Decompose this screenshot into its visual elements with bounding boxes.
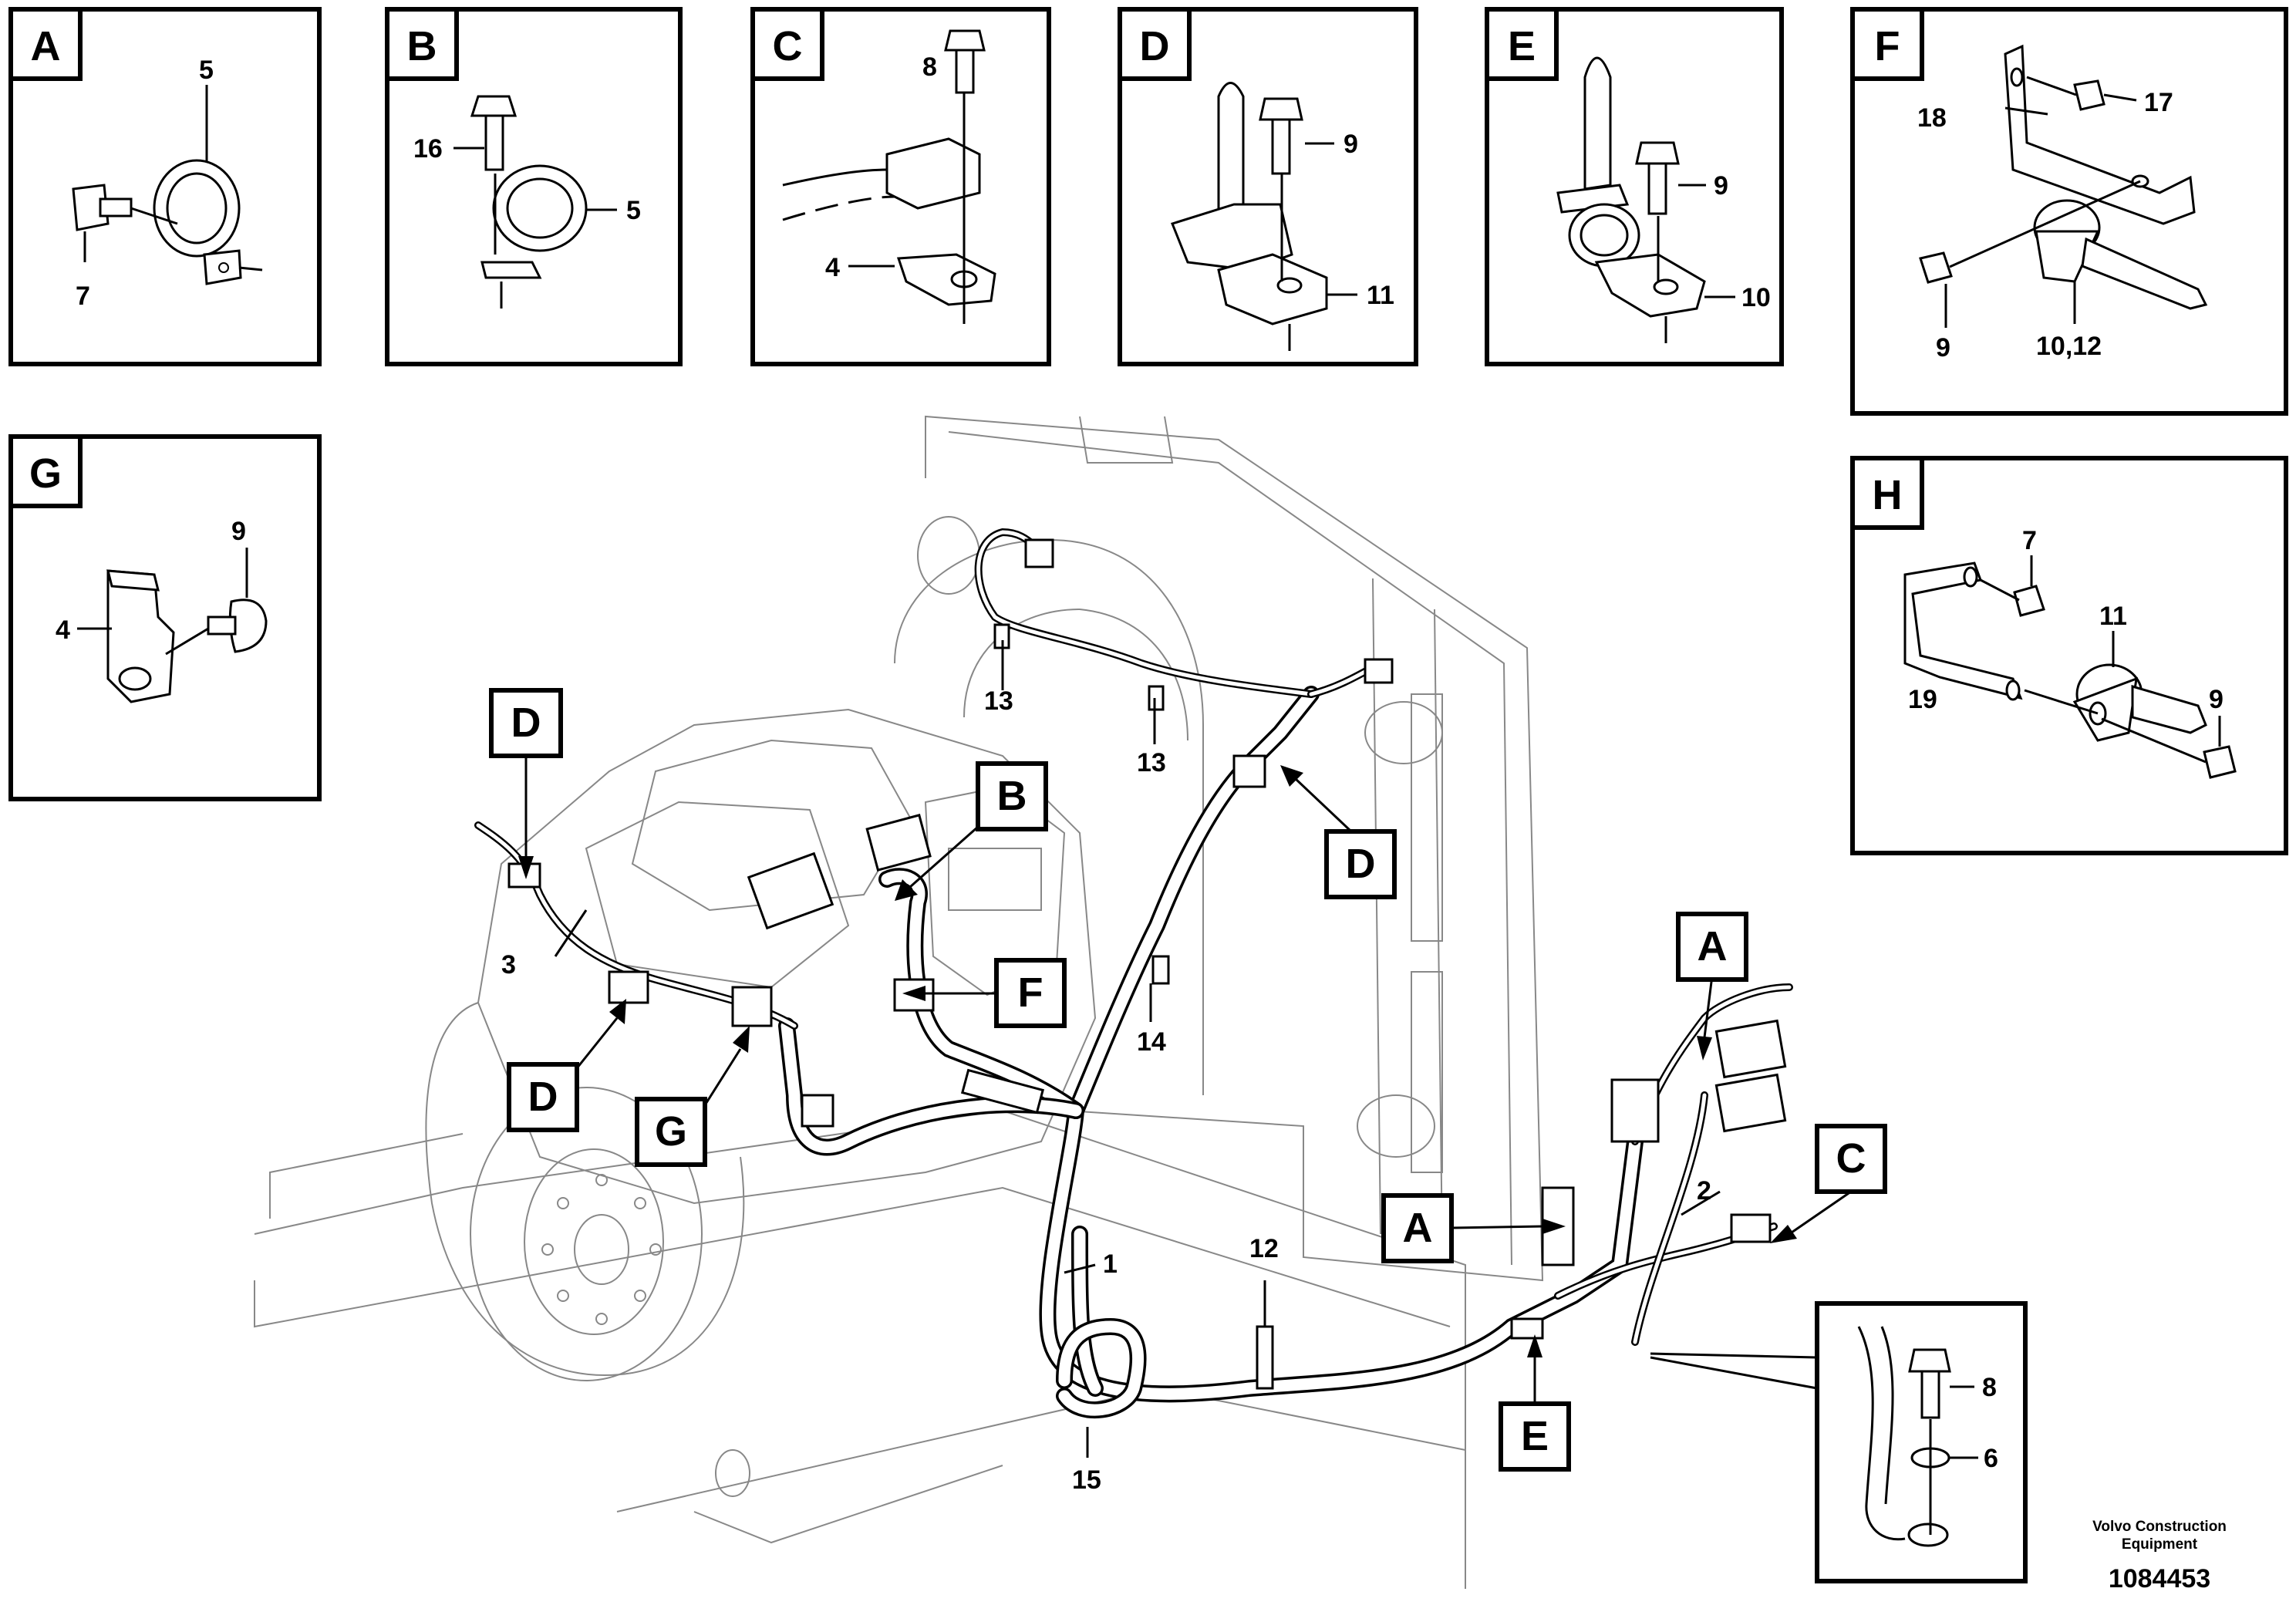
main-wiring-harness [474,528,1793,1419]
hex-bolt [2013,585,2045,617]
panel-letter: H [1873,472,1903,518]
part-label: 7 [2022,526,2037,555]
part-label: 8 [1982,1373,1997,1402]
panel-letter: D [1140,23,1170,69]
radiator-assembly [894,415,1544,1282]
part-label: 8 [922,52,937,82]
part-label: 4 [825,253,840,282]
part-label: 19 [1908,685,1937,714]
p-clamp [480,164,588,279]
part-label: 10,12 [2036,332,2102,361]
part-label: 2 [1697,1176,1711,1206]
part-label: 9 [231,517,246,546]
part-label: 6 [1984,1444,1998,1473]
flywheel-housing [425,1002,745,1381]
detail-panel-h: H 7 11 19 9 [1850,456,2288,855]
bolt-circle [541,1174,662,1325]
detail-panel-b: B 16 5 [385,7,683,366]
callout-letter: B [997,773,1027,819]
part-label: 5 [626,196,641,225]
panel-letter: G [29,450,62,497]
callout-letter: D [511,700,541,746]
hex-bolt [2203,745,2237,779]
u-bracket [1903,561,2023,701]
part-label: 4 [56,615,70,645]
detail-panel-d: D 9 11 [1118,7,1418,366]
detail-panel-g: G 9 4 [8,434,322,801]
part-label: 17 [2144,88,2173,117]
document-number: 1084453 [2108,1564,2211,1593]
callout-letter: F [1018,969,1043,1016]
company-name-line2: Equipment [2121,1536,2198,1553]
callout-letter: E [1521,1413,1549,1459]
detail-inset-ground-strap: 8 6 [1815,1301,2028,1583]
part-label: 9 [2209,685,2224,714]
part-label: 3 [501,950,516,980]
cable-tie-clamp [2033,199,2208,310]
panel-letter: E [1508,23,1536,69]
part-label: 7 [76,282,90,311]
hex-bolt [1908,1348,1951,1419]
part-label: 11 [2099,602,2127,631]
callout-letter: C [1836,1135,1866,1182]
p-clamp [153,159,242,285]
screw [72,184,133,231]
cable-tie-mount [1171,82,1328,325]
hex-bolt [2073,79,2106,111]
main-part-labels: 13 13 3 14 1 12 2 15 [501,686,1711,1495]
callout-letter: D [528,1074,558,1120]
part-label: 13 [984,686,1013,716]
hex-bolt [470,95,518,171]
part-label: 10 [1741,283,1771,312]
part-label: 9 [1936,333,1950,363]
ring-terminal [106,569,175,703]
detail-panel-a: A 5 7 [8,7,322,366]
part-label: 15 [1072,1465,1101,1495]
part-label: 13 [1137,748,1166,777]
company-name-line1: Volvo Construction [2092,1519,2227,1535]
main-callout-boxes: D B D F D G A A C E [489,688,1887,1472]
detail-panel-c: C 8 4 [750,7,1051,366]
harness-loop [1056,1317,1147,1419]
part-label: 1 [1103,1249,1118,1279]
part-label: 9 [1344,130,1358,159]
footer: Volvo Construction Equipment 1084453 [2052,1518,2267,1594]
panel-letter: B [407,23,437,69]
harness-clips [507,623,1544,1390]
cable-connector [782,137,981,221]
callout-letter: A [1698,923,1728,969]
callout-leaders [518,640,1852,1458]
cable-tie-clamp [2072,663,2207,742]
part-label: 14 [1137,1027,1166,1057]
detail-panel-e: E 9 10 [1485,7,1784,366]
callout-letter: G [655,1108,687,1155]
part-label: 9 [1714,171,1728,201]
panel-letter: C [773,23,803,69]
detail-panel-f: F 18 17 9 10,12 [1850,7,2288,416]
part-label: 5 [199,56,214,85]
part-label: 11 [1367,281,1394,310]
machine-frame [254,1109,1466,1589]
part-label: 12 [1249,1234,1279,1263]
hex-bolt [1635,141,1680,215]
hex-bolt [1919,251,1953,284]
panel-letter: A [31,23,61,69]
part-label: 16 [413,134,443,164]
callout-letter: A [1403,1205,1433,1251]
panel-letter: F [1875,23,1900,69]
callout-letter: D [1346,841,1376,887]
flange-screw [207,599,268,653]
cable-tie-mount [1556,56,1706,318]
part-label: 18 [1917,103,1947,133]
